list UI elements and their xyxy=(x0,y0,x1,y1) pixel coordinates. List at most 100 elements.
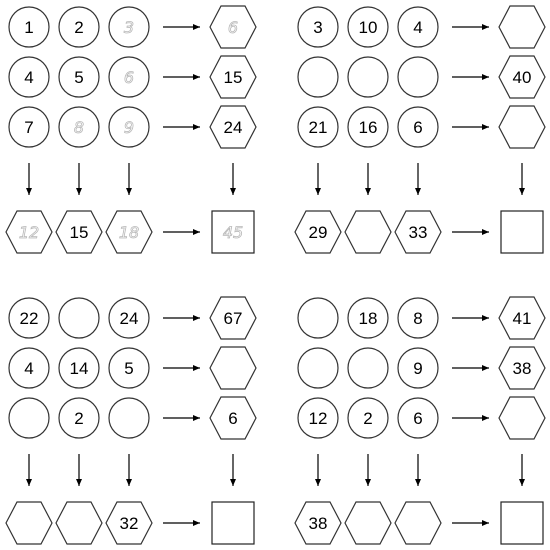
number-label: 40 xyxy=(513,68,532,87)
column-result-hexagon[interactable] xyxy=(5,501,53,545)
number-label: 4 xyxy=(413,18,422,37)
number-circle[interactable] xyxy=(347,106,389,148)
number-circle[interactable] xyxy=(297,56,339,98)
number-circle[interactable] xyxy=(8,297,50,339)
number-puzzle: 22 24 67 4 14 5 2 6 32 xyxy=(5,296,257,545)
number-label: 2 xyxy=(74,409,83,428)
column-result-hexagon[interactable] xyxy=(5,210,53,254)
number-circle[interactable] xyxy=(108,297,150,339)
number-circle[interactable] xyxy=(297,6,339,48)
number-circle[interactable] xyxy=(108,6,150,48)
column-result-hexagon[interactable] xyxy=(105,210,153,254)
number-circle[interactable] xyxy=(347,56,389,98)
number-label: 29 xyxy=(309,223,328,242)
number-label: 22 xyxy=(20,309,39,328)
number-circle[interactable] xyxy=(297,347,339,389)
row-result-hexagon[interactable] xyxy=(498,55,546,99)
number-circle[interactable] xyxy=(397,347,439,389)
row-result-hexagon[interactable] xyxy=(209,346,257,390)
number-label: 10 xyxy=(359,18,378,37)
number-circle[interactable] xyxy=(108,347,150,389)
number-label: 32 xyxy=(120,514,139,533)
number-circle[interactable] xyxy=(397,106,439,148)
number-circle[interactable] xyxy=(58,56,100,98)
row-result-hexagon[interactable] xyxy=(209,105,257,149)
number-label: 67 xyxy=(224,309,243,328)
column-result-hexagon[interactable] xyxy=(394,501,442,545)
number-circle[interactable] xyxy=(108,106,150,148)
number-label: 33 xyxy=(409,223,428,242)
number-circle[interactable] xyxy=(58,397,100,439)
number-circle[interactable] xyxy=(397,6,439,48)
number-label: 8 xyxy=(413,309,422,328)
number-label: 6 xyxy=(228,18,238,37)
number-circle[interactable] xyxy=(297,397,339,439)
total-square[interactable] xyxy=(211,210,255,254)
number-circle[interactable] xyxy=(347,6,389,48)
number-label: 24 xyxy=(120,309,139,328)
number-circle[interactable] xyxy=(58,6,100,48)
column-result-hexagon[interactable] xyxy=(344,501,392,545)
number-label: 41 xyxy=(513,309,532,328)
number-label: 6 xyxy=(228,409,237,428)
number-label: 6 xyxy=(413,118,422,137)
number-circle[interactable] xyxy=(397,397,439,439)
total-square[interactable] xyxy=(500,210,544,254)
number-circle[interactable] xyxy=(58,347,100,389)
number-label: 4 xyxy=(24,68,33,87)
row-result-hexagon[interactable] xyxy=(209,5,257,49)
number-circle[interactable] xyxy=(8,56,50,98)
number-label: 8 xyxy=(74,118,84,137)
number-label: 6 xyxy=(124,68,134,87)
number-label: 14 xyxy=(70,359,89,378)
row-result-hexagon[interactable] xyxy=(498,296,546,340)
number-label: 16 xyxy=(359,118,378,137)
number-label: 7 xyxy=(24,118,33,137)
column-result-hexagon[interactable] xyxy=(55,210,103,254)
row-result-hexagon[interactable] xyxy=(498,5,546,49)
column-result-hexagon[interactable] xyxy=(344,210,392,254)
row-result-hexagon[interactable] xyxy=(498,105,546,149)
number-label: 12 xyxy=(309,409,328,428)
number-label: 1 xyxy=(24,18,33,37)
number-circle[interactable] xyxy=(397,297,439,339)
number-circle[interactable] xyxy=(347,397,389,439)
number-label: 4 xyxy=(24,359,33,378)
column-result-hexagon[interactable] xyxy=(55,501,103,545)
column-result-hexagon[interactable] xyxy=(294,210,342,254)
column-result-hexagon[interactable] xyxy=(394,210,442,254)
number-label: 5 xyxy=(74,68,83,87)
number-circle[interactable] xyxy=(8,397,50,439)
number-circle[interactable] xyxy=(108,56,150,98)
number-label: 45 xyxy=(223,223,243,242)
number-circle[interactable] xyxy=(297,106,339,148)
row-result-hexagon[interactable] xyxy=(209,296,257,340)
number-circle[interactable] xyxy=(397,56,439,98)
number-label: 38 xyxy=(513,359,532,378)
number-label: 21 xyxy=(309,118,328,137)
number-circle[interactable] xyxy=(58,106,100,148)
row-result-hexagon[interactable] xyxy=(498,346,546,390)
column-result-hexagon[interactable] xyxy=(294,501,342,545)
number-circle[interactable] xyxy=(8,106,50,148)
row-result-hexagon[interactable] xyxy=(209,55,257,99)
number-circle[interactable] xyxy=(347,297,389,339)
row-result-hexagon[interactable] xyxy=(209,396,257,440)
row-result-hexagon[interactable] xyxy=(498,396,546,440)
number-label: 38 xyxy=(309,514,328,533)
number-label: 3 xyxy=(124,18,134,37)
column-result-hexagon[interactable] xyxy=(105,501,153,545)
number-circle[interactable] xyxy=(297,297,339,339)
number-circle[interactable] xyxy=(347,347,389,389)
number-circle[interactable] xyxy=(108,397,150,439)
total-square[interactable] xyxy=(211,501,255,545)
number-circle[interactable] xyxy=(8,347,50,389)
number-label: 5 xyxy=(124,359,133,378)
total-square[interactable] xyxy=(500,501,544,545)
number-label: 2 xyxy=(74,18,83,37)
number-circle[interactable] xyxy=(58,297,100,339)
number-circle[interactable] xyxy=(8,6,50,48)
